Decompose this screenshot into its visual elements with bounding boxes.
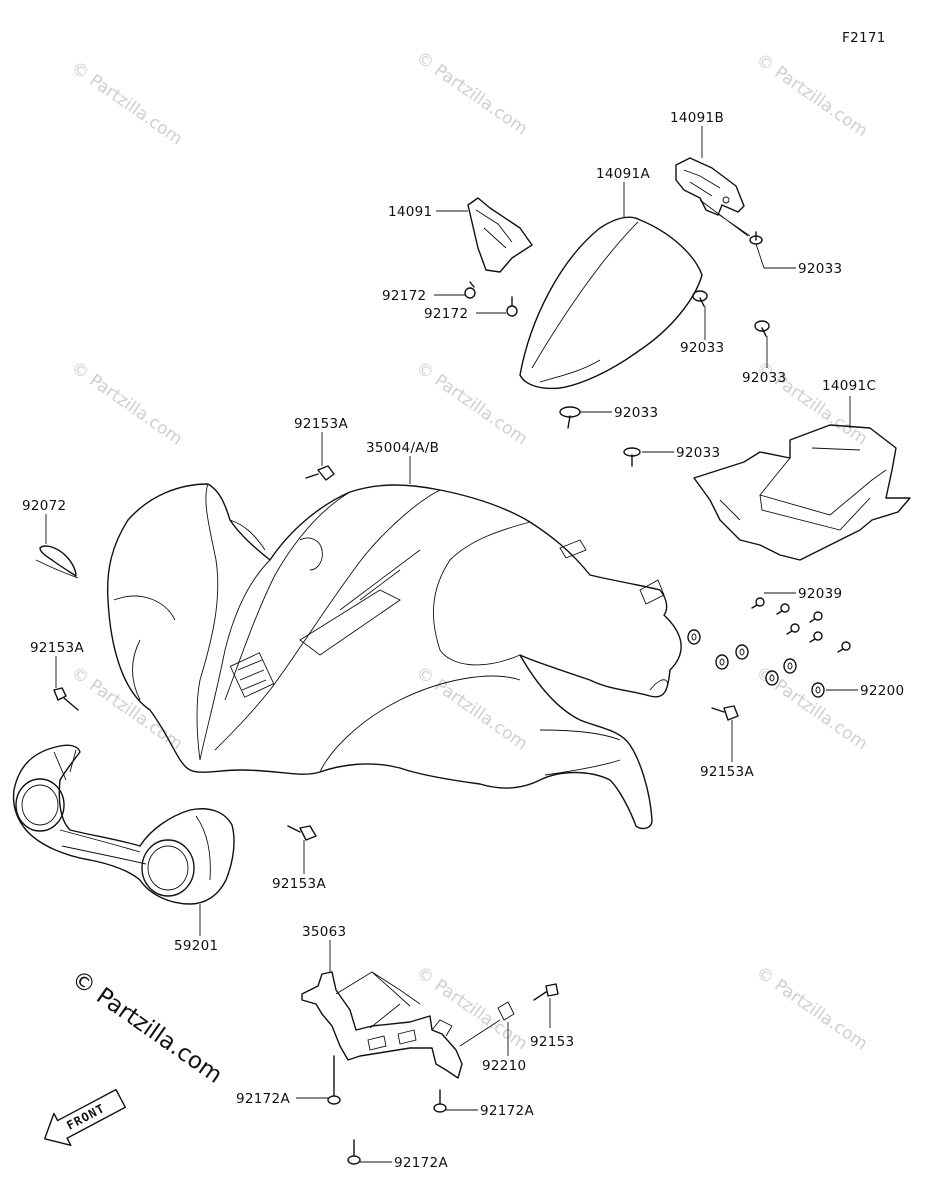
watermark: © Partzilla.com — [752, 963, 871, 1055]
label-92172A-b: 92172A — [480, 1103, 534, 1119]
label-92172A-a: 92172A — [236, 1091, 290, 1107]
label-92210: 92210 — [482, 1058, 526, 1074]
part-35063 — [301, 971, 515, 1079]
label-14091C: 14091C — [822, 378, 876, 394]
label-14091: 14091 — [388, 204, 432, 220]
label-35004: 35004/A/B — [366, 440, 439, 456]
label-92072: 92072 — [22, 498, 66, 514]
label-92033-e: 92033 — [676, 445, 720, 461]
label-92033-d: 92033 — [614, 405, 658, 421]
bolt-92153A-b — [53, 687, 79, 711]
part-14091C — [693, 424, 911, 561]
label-14091B: 14091B — [670, 110, 724, 126]
bolt-92153A-c — [711, 705, 739, 721]
bolt-92153A-d — [287, 825, 317, 841]
bolt-92153A-a — [305, 465, 335, 481]
label-92200: 92200 — [860, 683, 904, 699]
copyright-text: © Partzilla.com — [67, 966, 227, 1089]
watermark: © Partzilla.com — [752, 50, 871, 142]
label-59201: 59201 — [174, 938, 218, 954]
label-92033-a: 92033 — [798, 261, 842, 277]
screw-92172-b — [506, 296, 518, 317]
screw-92172-a — [464, 281, 476, 299]
bolt-92153 — [533, 983, 559, 1001]
watermark: © Partzilla.com — [67, 358, 186, 450]
label-92153A-c: 92153A — [700, 764, 754, 780]
part-92072 — [35, 545, 79, 579]
washers-92200 — [687, 629, 825, 698]
front-arrow: FRONT — [43, 1088, 127, 1146]
watermark: © Partzilla.com — [412, 663, 531, 755]
label-92153A-b: 92153A — [30, 640, 84, 656]
figure-code: F2171 — [842, 30, 886, 46]
clip-92033-e — [623, 447, 641, 467]
watermark: © Partzilla.com — [412, 48, 531, 140]
bolt-92172A-c — [347, 1139, 361, 1165]
watermark: © Partzilla.com — [67, 663, 186, 755]
label-92172-a: 92172 — [382, 288, 426, 304]
bolt-92172A-a — [327, 1055, 341, 1105]
label-92153A-a: 92153A — [294, 416, 348, 432]
clip-92033-d — [559, 406, 581, 429]
label-92033-b: 92033 — [680, 340, 724, 356]
part-35004 — [106, 483, 682, 830]
label-92172-b: 92172 — [424, 306, 468, 322]
bolt-92172A-b — [433, 1089, 447, 1113]
clip-92033-c — [754, 320, 770, 337]
label-35063: 35063 — [302, 924, 346, 940]
part-14091B — [675, 157, 745, 216]
label-92172A-c: 92172A — [394, 1155, 448, 1171]
label-14091A: 14091A — [596, 166, 650, 182]
watermark: © Partzilla.com — [67, 58, 186, 150]
part-14091 — [467, 197, 533, 273]
watermark: © Partzilla.com — [412, 963, 531, 1055]
watermark: © Partzilla.com — [412, 358, 531, 450]
clip-92033-a — [749, 231, 763, 245]
label-92153A-d: 92153A — [272, 876, 326, 892]
part-14091A — [519, 216, 703, 390]
label-92039: 92039 — [798, 586, 842, 602]
label-92153: 92153 — [530, 1034, 574, 1050]
clip-92033-b — [692, 290, 708, 307]
screws-92039 — [751, 597, 851, 653]
part-59201 — [12, 744, 235, 905]
label-92033-c: 92033 — [742, 370, 786, 386]
